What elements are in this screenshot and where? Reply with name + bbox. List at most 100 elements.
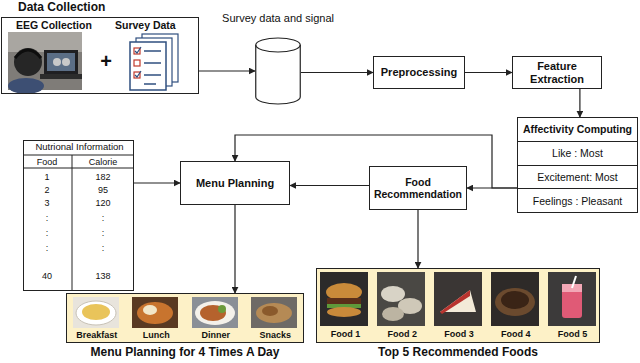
meal-photos	[73, 297, 297, 328]
node-label: Feature Extraction	[516, 60, 598, 85]
text-anchor: Breakfast	[76, 330, 117, 340]
plus-sign: +	[100, 50, 112, 73]
text-anchor: Food 4	[501, 329, 531, 339]
food-photos	[320, 272, 596, 326]
panel-caption: Menu Planning for 4 Times A Day	[91, 346, 280, 360]
flow-arrow	[579, 89, 580, 117]
panel-caption: Top 5 Recommended Foods	[378, 346, 538, 360]
text-anchor: 138	[95, 271, 110, 281]
table-cell: :	[46, 213, 49, 223]
text-anchor: Food	[37, 156, 58, 166]
flow-arrow	[290, 185, 369, 186]
text-anchor: Food 5	[558, 329, 588, 339]
table-cell: :	[102, 243, 105, 253]
panel-fill	[66, 293, 304, 343]
text-anchor: :	[102, 213, 105, 223]
text-anchor: Food 2	[387, 329, 417, 339]
table-cell: 40	[42, 271, 52, 281]
text-anchor: Nutrional Information	[35, 142, 123, 153]
database-cylinder: Survey data and signal	[255, 38, 301, 104]
flow-arrow	[199, 70, 255, 71]
process-box: Menu Planning	[180, 161, 290, 205]
table-heading: Nutrional Information	[35, 142, 123, 153]
cylinder-lip	[256, 45, 301, 52]
source-label: Survey Data	[115, 19, 176, 31]
flow-arrow	[417, 210, 418, 268]
text-anchor: :	[46, 228, 49, 238]
text-anchor: 95	[98, 185, 108, 195]
group-heading: Data Collection	[18, 1, 105, 15]
table-cell: 120	[95, 198, 110, 208]
text-anchor: Snacks	[259, 330, 291, 340]
meal-panel: BreakfastLunchDinnerSnacksMenu Planning …	[66, 293, 304, 343]
food-label: Food 3	[444, 329, 474, 339]
table-cell: 3	[44, 198, 49, 208]
table-cell: Calorie	[89, 156, 118, 166]
table-cell: 182	[95, 172, 110, 182]
text-anchor: Survey data and signal	[222, 12, 334, 25]
meal-label: Snacks	[259, 330, 291, 340]
data-collection-box: Data CollectionEEG CollectionSurvey Data	[1, 17, 199, 94]
affect-row: Like : Most	[518, 141, 637, 165]
table-cell: :	[46, 243, 49, 253]
meal-label: Dinner	[201, 330, 230, 340]
cylinder-outline	[255, 38, 301, 104]
table-cell: 95	[98, 185, 108, 195]
node-label: Preprocessing	[377, 66, 461, 79]
text-anchor: EEG Collection	[16, 19, 92, 31]
text-anchor: 1	[44, 172, 49, 182]
flow-arrow	[134, 182, 180, 183]
text-anchor: Top 5 Recommended Foods	[378, 346, 538, 360]
process-box: Feature Extraction	[512, 56, 602, 89]
text-anchor: :	[102, 243, 105, 253]
text-anchor: +	[100, 50, 112, 73]
table-grid	[23, 155, 134, 291]
table-heading: Affectivity Computing	[518, 118, 637, 141]
flow-arrow	[234, 205, 235, 293]
text-anchor: 120	[95, 198, 110, 208]
text-anchor: Dinner	[201, 330, 230, 340]
text-anchor: Lunch	[143, 330, 170, 340]
text-anchor: 3	[44, 198, 49, 208]
table-cell: :	[102, 228, 105, 238]
table-cell: :	[102, 213, 105, 223]
text-anchor: 40	[42, 271, 52, 281]
food-label: Food 4	[501, 329, 531, 339]
text-anchor: Survey Data	[115, 19, 176, 31]
store-label: Survey data and signal	[222, 12, 334, 25]
source-label: EEG Collection	[16, 19, 92, 31]
meal-label: Breakfast	[76, 330, 117, 340]
table-cell: Food	[37, 156, 58, 166]
table-cell: 2	[44, 185, 49, 195]
text-anchor: Menu Planning for 4 Times A Day	[91, 346, 280, 360]
eeg-photo	[8, 32, 82, 94]
text-anchor: Data Collection	[18, 1, 105, 15]
food-panel: Food 1Food 2Food 3Food 4Food 5Top 5 Reco…	[316, 268, 600, 343]
text-anchor: Food 1	[331, 329, 361, 339]
cylinder-body	[256, 38, 301, 104]
table-cell: 1	[44, 172, 49, 182]
panel-fill	[316, 268, 600, 343]
flow-arrow	[301, 72, 373, 73]
affect-table-box: Affectivity ComputingLike : MostExciteme…	[517, 117, 638, 213]
food-label: Food 2	[387, 329, 417, 339]
text-anchor: :	[102, 228, 105, 238]
process-box: Preprocessing	[373, 56, 465, 89]
node-label: Food Recommendation	[373, 176, 463, 200]
text-anchor: :	[46, 243, 49, 253]
text-anchor: Calorie	[89, 156, 118, 166]
text-anchor: 182	[95, 172, 110, 182]
table-cell: 138	[95, 271, 110, 281]
text-anchor: :	[46, 213, 49, 223]
node-label: Menu Planning	[184, 177, 286, 190]
affect-row: Feelings : Pleasant	[518, 188, 637, 212]
flow-arrow	[465, 72, 512, 73]
meal-label: Lunch	[143, 330, 170, 340]
process-box: Food Recommendation	[369, 166, 467, 210]
survey-icon	[130, 34, 178, 90]
affect-row: Excitement: Most	[518, 165, 637, 189]
food-label: Food 5	[558, 329, 588, 339]
text-anchor: Food 3	[444, 329, 474, 339]
table-cell: :	[46, 228, 49, 238]
